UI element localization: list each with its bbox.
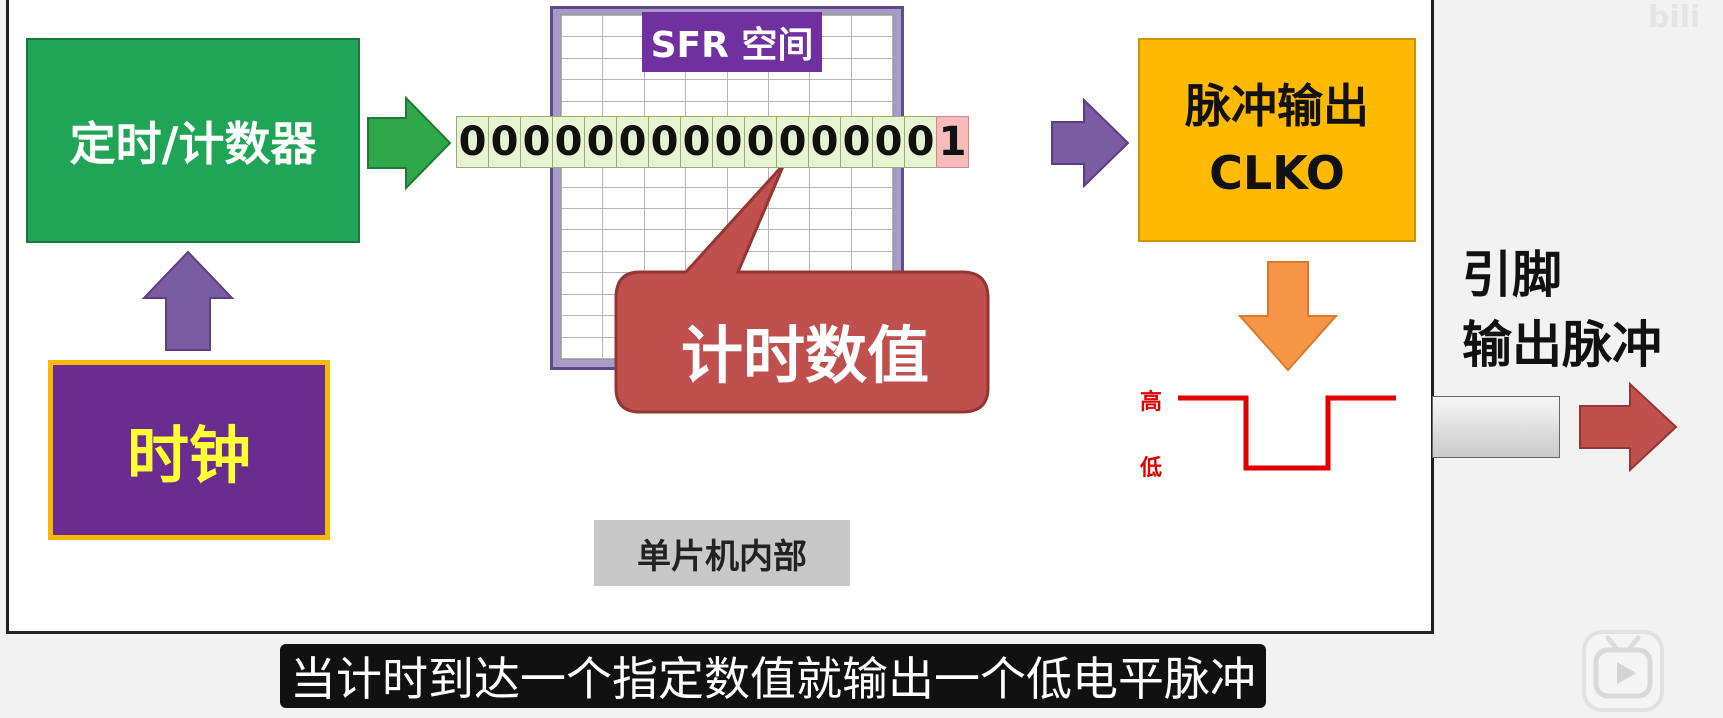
- chip-internal-label: 单片机内部: [594, 520, 850, 586]
- counter-register: 0 0 0 0 0 0 0 0 0 0 0 0 0 0 0 1: [456, 116, 969, 168]
- counter-bit: 0: [712, 116, 745, 168]
- sfr-space-label: SFR 空间: [642, 12, 822, 72]
- pulse-output-block: 脉冲输出 CLKO: [1138, 38, 1416, 242]
- counter-bit: 0: [808, 116, 841, 168]
- counter-bit: 0: [776, 116, 809, 168]
- counter-bit: 0: [744, 116, 777, 168]
- pin-block: [1432, 396, 1560, 458]
- arrow-purple-right: [1051, 97, 1130, 189]
- counter-bit: 0: [904, 116, 937, 168]
- counter-bit: 0: [520, 116, 553, 168]
- video-subtitle: 当计时到达一个指定数值就输出一个低电平脉冲: [280, 644, 1266, 708]
- high-level-label: 高: [1140, 390, 1163, 415]
- counter-bit: 0: [872, 116, 905, 168]
- pulse-output-title: 脉冲输出: [1185, 79, 1369, 134]
- pulse-output-clko: CLKO: [1209, 146, 1345, 200]
- counter-bit: 0: [584, 116, 617, 168]
- pin-label-line1: 引脚: [1462, 246, 1562, 304]
- clock-block: 时钟: [48, 360, 330, 540]
- counter-bit: 0: [648, 116, 681, 168]
- arrow-red-right: [1579, 381, 1678, 473]
- play-icon[interactable]: [1582, 630, 1664, 712]
- counter-bit: 0: [680, 116, 713, 168]
- bilibili-watermark: bili: [1648, 0, 1701, 35]
- counter-bit: 0: [488, 116, 521, 168]
- counter-bit: 0: [840, 116, 873, 168]
- timer-counter-block: 定时/计数器: [26, 38, 360, 243]
- counter-bit: 0: [552, 116, 585, 168]
- counter-bit: 0: [456, 116, 489, 168]
- arrow-purple-up: [141, 250, 235, 351]
- arrow-green-right: [367, 95, 452, 191]
- arrow-orange-down: [1237, 261, 1339, 372]
- low-pulse-waveform: [1178, 395, 1396, 471]
- counter-bit-highlighted: 1: [936, 116, 969, 168]
- low-level-label: 低: [1140, 456, 1163, 481]
- pin-label-line2: 输出脉冲: [1462, 316, 1662, 374]
- timer-value-callout-label: 计时数值: [680, 319, 929, 392]
- pin-output-label: 引脚 输出脉冲: [1462, 240, 1712, 380]
- counter-bit: 0: [616, 116, 649, 168]
- callout-bubble: [614, 162, 990, 414]
